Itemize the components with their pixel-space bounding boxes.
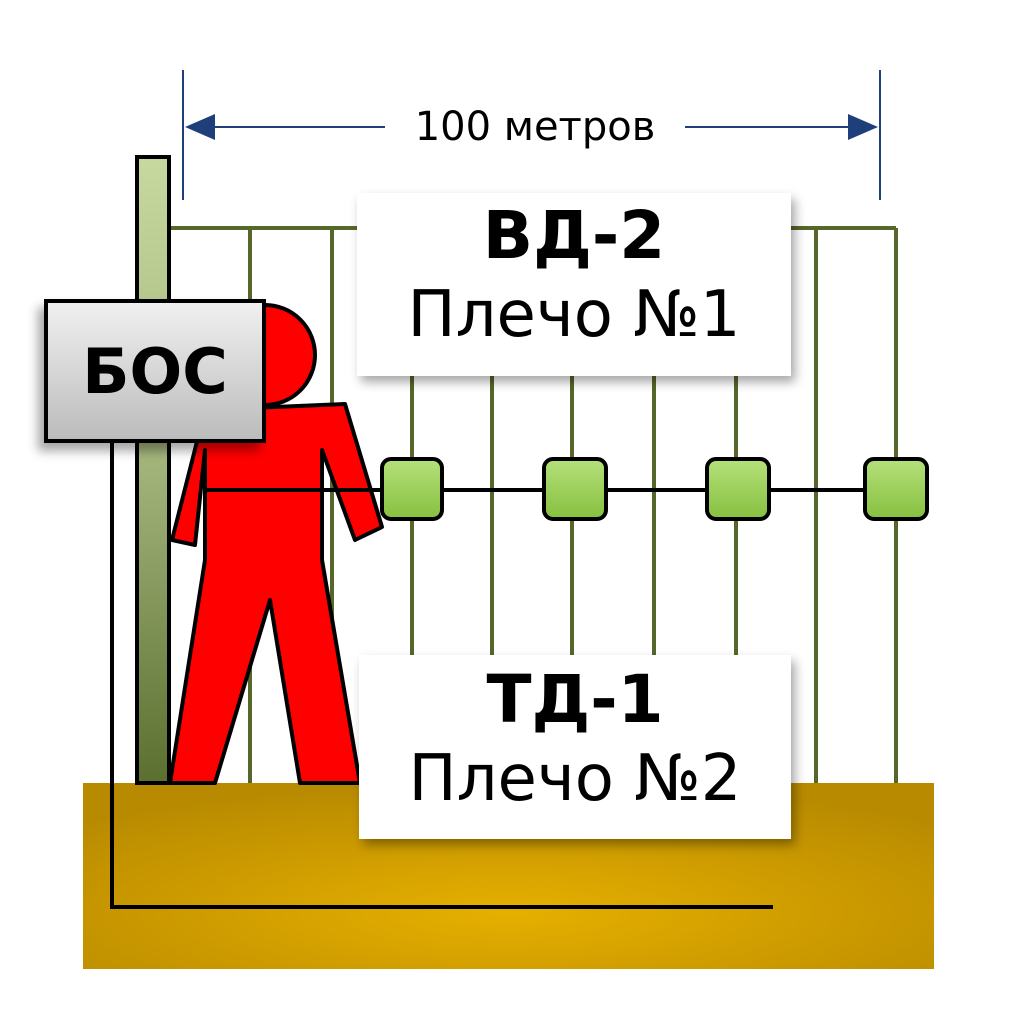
arm-name: Плечо №1 — [407, 278, 741, 352]
sensor-node — [380, 457, 444, 521]
sensor-name: ВД-2 — [482, 197, 666, 274]
buried-cable — [110, 430, 773, 909]
fence-post — [135, 155, 171, 785]
distance-label: 100 метров — [385, 104, 685, 150]
zone-label-2: ТД-1 Плечо №2 — [359, 655, 791, 839]
sensor-name: ТД-1 — [486, 661, 664, 738]
sensor-node — [542, 457, 608, 521]
controller-box: БОС — [44, 299, 266, 443]
sensor-node — [863, 457, 929, 521]
zone-label-1: ВД-2 Плечо №1 — [357, 193, 791, 376]
sensor-node — [705, 457, 771, 521]
arm-name: Плечо №2 — [408, 742, 742, 816]
sensors — [380, 457, 929, 521]
